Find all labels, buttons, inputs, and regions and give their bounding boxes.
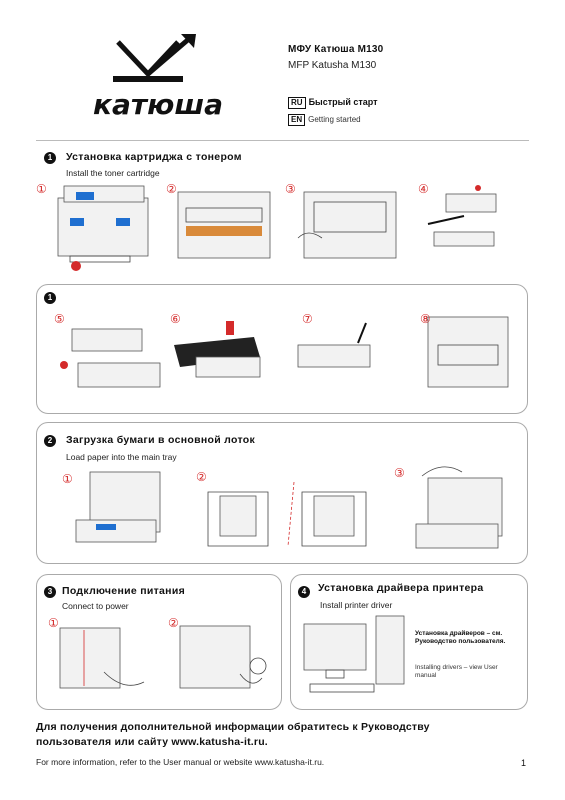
computer-illustration <box>303 615 405 693</box>
printer-illustration-1 <box>57 185 149 271</box>
section2-subtitle: Load paper into the main tray <box>66 452 177 462</box>
section1-subtitle: Install the toner cartridge <box>66 168 160 178</box>
monitor-shape <box>303 623 367 671</box>
page-number: 1 <box>521 758 527 768</box>
section3-panel <box>36 574 282 710</box>
product-title-en: MFP Katusha M130 <box>288 60 377 71</box>
lang-ru-tag: RU <box>288 97 306 109</box>
tray-guides-illustration-2b <box>287 481 367 547</box>
printer-illustration-8 <box>427 316 509 388</box>
section3-illustrations <box>59 625 267 689</box>
logo-wordmark: катюша <box>93 88 223 121</box>
section2-badge: 2 <box>44 435 56 447</box>
section1b-badge: 1 <box>44 292 56 304</box>
logo-mark <box>113 34 196 82</box>
section4-title: Установка драйвера принтера <box>318 582 484 594</box>
section4-badge: 4 <box>298 586 310 598</box>
s1-step-4: ④ <box>418 182 429 196</box>
s3-step-2: ② <box>168 616 179 630</box>
tray-illustration-1 <box>75 471 161 543</box>
s1-step-3: ③ <box>285 182 296 196</box>
lang-en-text: Getting started <box>308 115 361 124</box>
section1-badge: 1 <box>44 152 56 164</box>
section2-panel <box>36 422 528 564</box>
section1-illustrations <box>57 185 497 271</box>
s1b-step-8: ⑧ <box>420 312 431 326</box>
tray-guides-illustration-2a <box>207 491 269 547</box>
monitor-stand-shape <box>325 669 345 679</box>
footer-info-en: For more information, refer to the User … <box>36 757 325 767</box>
s2-step-1: ① <box>62 472 73 486</box>
s1-step-2: ② <box>166 182 177 196</box>
section1b-illustrations <box>60 316 509 388</box>
keyboard-shape <box>309 683 375 693</box>
cartridge-insert-illustration-7 <box>297 322 371 368</box>
footer-info-ru: Для получения дополнительной информации … <box>36 721 430 748</box>
section3-title: Подключение питания <box>62 585 185 597</box>
section2-title: Загрузка бумаги в основной лоток <box>66 434 256 446</box>
power-illustration-1 <box>59 627 145 689</box>
section3-badge: 3 <box>44 586 56 598</box>
s1b-step-6: ⑥ <box>170 312 181 326</box>
lang-ru-text: Быстрый старт <box>308 97 378 107</box>
s1b-step-7: ⑦ <box>302 312 313 326</box>
printer-illustration-2 <box>177 191 271 259</box>
cartridge-illustration-4 <box>427 185 497 247</box>
section4-panel <box>290 574 528 710</box>
cartridge-illustration-5 <box>60 328 161 388</box>
katusha-logo: катюша <box>93 34 223 121</box>
driver-note-en: Installing drivers – view User manual <box>415 664 498 679</box>
drum-illustration-6 <box>174 321 261 378</box>
s1-step-1: ① <box>36 182 47 196</box>
product-title-ru: МФУ Катюша М130 <box>288 44 384 55</box>
section2-illustrations <box>75 466 503 549</box>
s1b-step-5: ⑤ <box>54 312 65 326</box>
pc-tower-shape <box>375 615 405 685</box>
s3-step-1: ① <box>48 616 59 630</box>
driver-note-ru: Установка драйверов – см. Руководство по… <box>415 630 506 645</box>
s2-step-3: ③ <box>394 466 405 480</box>
section1-continued-panel <box>36 284 528 414</box>
section3-subtitle: Connect to power <box>62 601 129 611</box>
power-illustration-2 <box>179 625 267 689</box>
lang-en-tag: EN <box>288 114 306 126</box>
printer-illustration-3 <box>297 191 397 259</box>
header-divider <box>36 140 529 141</box>
section4-subtitle: Install printer driver <box>320 600 393 610</box>
s2-step-2: ② <box>196 470 207 484</box>
section1-title: Установка картриджа с тонером <box>66 151 242 163</box>
tray-illustration-3 <box>415 466 503 549</box>
